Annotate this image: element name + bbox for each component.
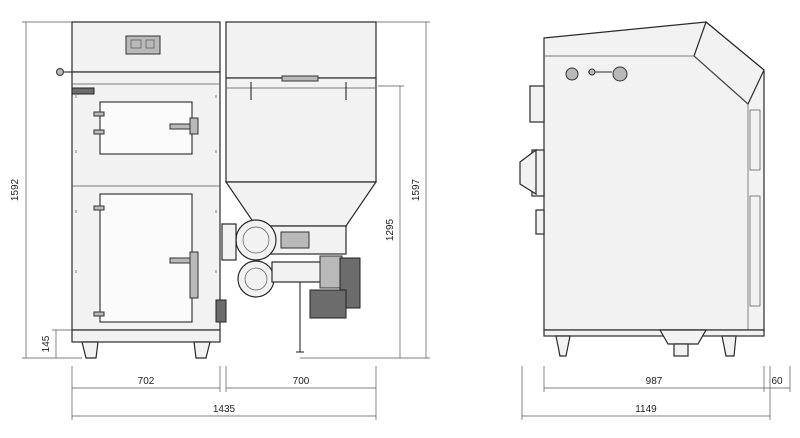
dim-front-total-height: 1592 [10, 178, 21, 201]
hopper-front-view [215, 21, 378, 353]
dim-front-feet-height: 145 [41, 335, 52, 352]
dim-side-body-depth: 987 [646, 376, 663, 387]
dimension-lines [22, 21, 791, 420]
control-panel [125, 35, 161, 55]
dim-hopper-total-height: 1597 [411, 178, 422, 201]
dim-front-total-width: 1435 [213, 404, 236, 415]
dim-hopper-width: 700 [293, 376, 310, 387]
dim-side-overhang: 60 [771, 376, 783, 387]
dim-hopper-inlet-height: 1295 [385, 218, 396, 241]
boiler-front-view [56, 21, 221, 359]
side-view [519, 20, 765, 357]
dim-boiler-width: 702 [138, 376, 155, 387]
dim-side-total-depth: 1149 [635, 404, 657, 415]
